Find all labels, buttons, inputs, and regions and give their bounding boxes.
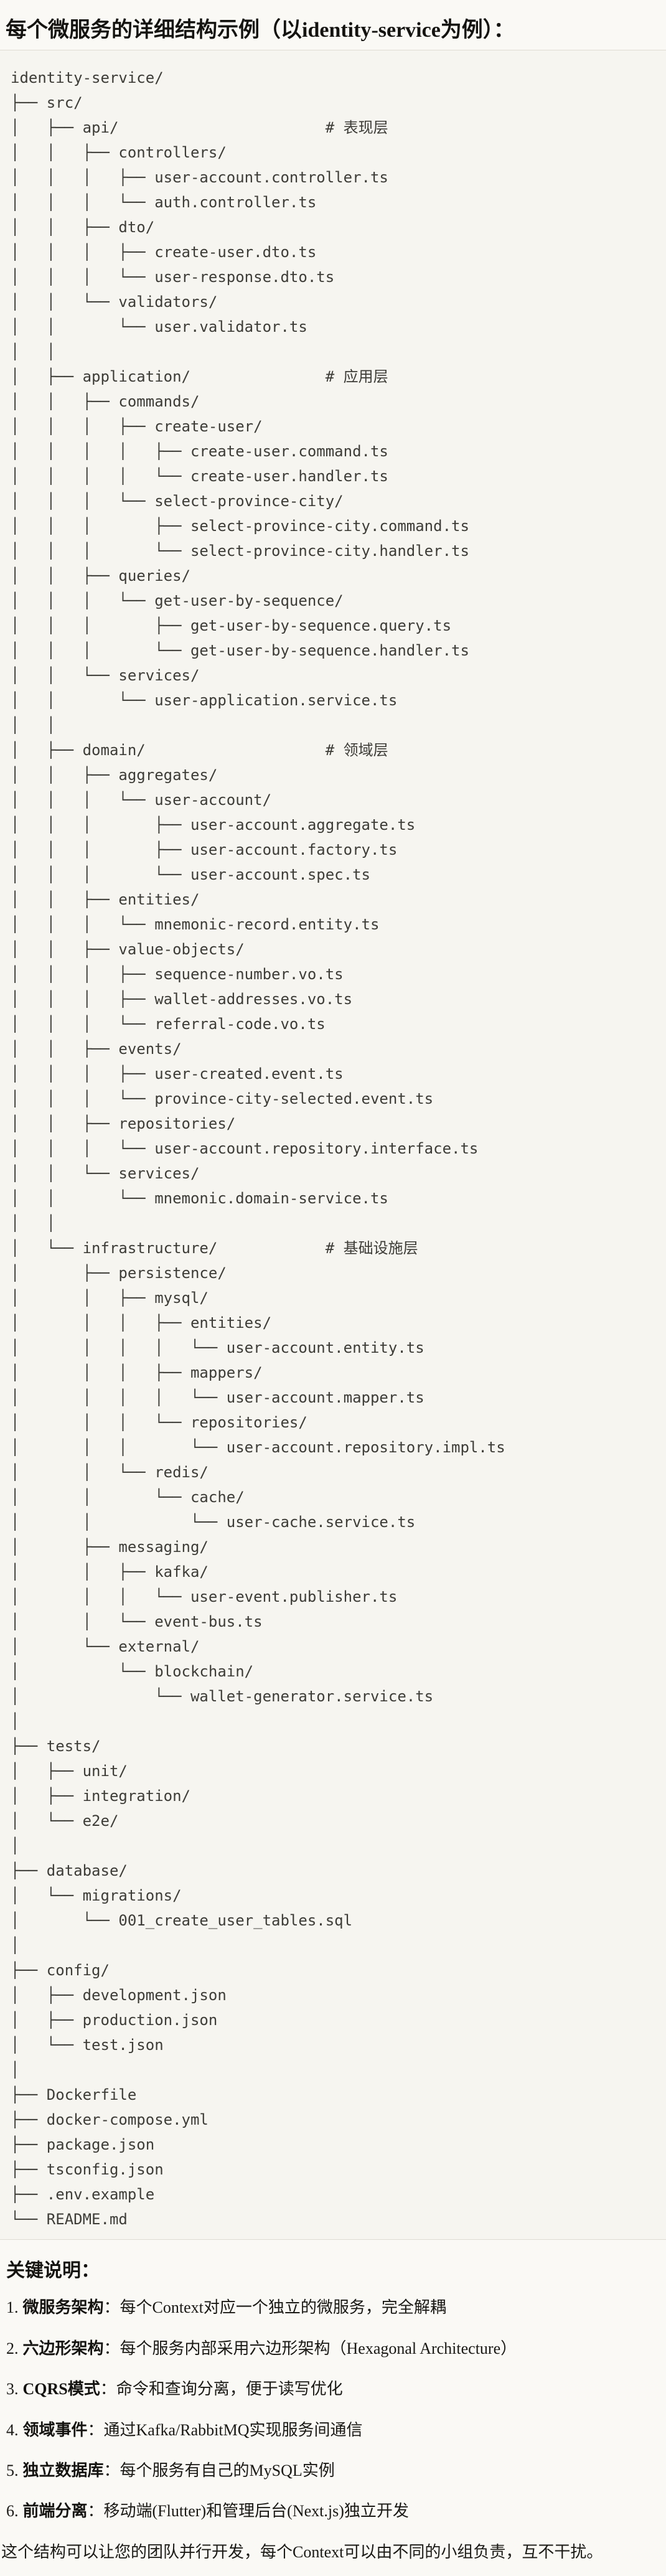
note-item: 5.独立数据库：每个服务有自己的MySQL实例: [6, 2460, 660, 2482]
note-item: 3.CQRS模式：命令和查询分离，便于读写优化: [6, 2378, 660, 2400]
note-item-label: 六边形架构: [22, 2339, 104, 2357]
note-item-number: 3.: [6, 2380, 19, 2399]
note-item-number: 2.: [6, 2339, 19, 2357]
note-item-text: ：每个Context对应一个独立的微服务，完全解耦: [103, 2298, 446, 2317]
note-item-label: 领域事件: [22, 2420, 88, 2439]
note-item: 2.六边形架构：每个服务内部采用六边形架构（Hexagonal Architec…: [6, 2338, 660, 2360]
note-item-text: ：命令和查询分离，便于读写优化: [100, 2380, 343, 2399]
note-item-text: ：移动端(Flutter)和管理后台(Next.js)独立开发: [87, 2502, 409, 2521]
note-item-text: ：每个服务有自己的MySQL实例: [103, 2461, 335, 2480]
note-item: 1.微服务架构：每个Context对应一个独立的微服务，完全解耦: [6, 2296, 660, 2319]
note-item-label: 前端分离: [22, 2502, 88, 2521]
note-item-text: ：每个服务内部采用六边形架构（Hexagonal Architecture）: [103, 2339, 517, 2357]
page-title: 每个微服务的详细结构示例（以identity-service为例）：: [6, 19, 515, 42]
note-item-number: 4.: [6, 2420, 19, 2439]
note-item-number: 5.: [6, 2461, 19, 2480]
directory-tree-code-block: identity-service/ ├── src/ │ ├── api/ # …: [0, 50, 666, 2240]
note-item-number: 6.: [6, 2502, 19, 2521]
note-item-label: CQRS模式: [22, 2380, 100, 2399]
note-item-label: 独立数据库: [22, 2461, 104, 2480]
note-item-text: ：通过Kafka/RabbitMQ实现服务间通信: [87, 2420, 363, 2439]
note-item-label: 微服务架构: [22, 2298, 104, 2317]
closing-paragraph: 这个结构可以让您的团队并行开发，每个Context可以由不同的小组负责，互不干扰…: [1, 2542, 603, 2561]
note-item: 6.前端分离：移动端(Flutter)和管理后台(Next.js)独立开发: [6, 2500, 660, 2522]
notes-heading: 关键说明：: [6, 2260, 100, 2282]
note-item: 4.领域事件：通过Kafka/RabbitMQ实现服务间通信: [6, 2419, 660, 2442]
note-item-number: 1.: [6, 2298, 19, 2317]
